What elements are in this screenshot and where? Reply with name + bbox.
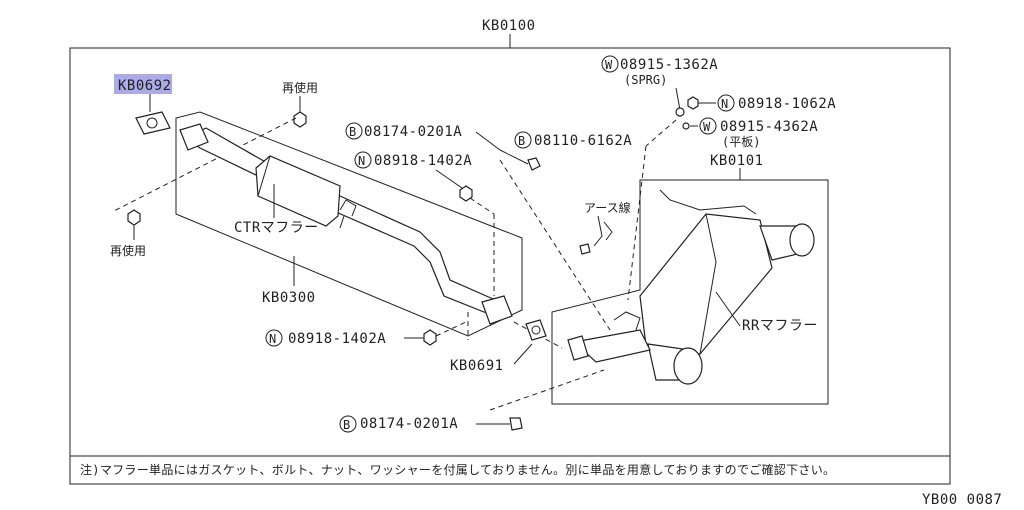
callout-nut-top[interactable]: 08918-1062A (738, 96, 836, 112)
reuse-nut-upper[interactable] (293, 111, 307, 128)
label-earth-wire: アース線 (584, 200, 631, 215)
washer-sprg[interactable] (675, 107, 685, 117)
rr-inlet-flange[interactable] (567, 335, 589, 361)
svg-text:N: N (269, 332, 276, 346)
svg-text:N: N (358, 154, 365, 168)
label-reuse-upper: 再使用 (282, 80, 318, 95)
callout-bolt-ground[interactable]: 08110-6162A (534, 133, 632, 149)
badge-w-sprg: W (601, 55, 619, 73)
label-sprg: (SPRG) (624, 73, 667, 87)
callout-kb0100[interactable]: KB0100 (482, 18, 536, 34)
rr-inlet-pipe[interactable] (572, 329, 651, 363)
svg-text:B: B (343, 418, 350, 432)
washer-flat[interactable] (682, 122, 690, 130)
svg-text:N: N (721, 97, 728, 111)
svg-text:B: B (349, 125, 356, 139)
footer-id: YB00 0087 (922, 492, 1002, 508)
badge-w-flat: W (699, 117, 717, 135)
nut-mid[interactable] (459, 185, 473, 202)
rr-hanger[interactable] (659, 189, 757, 215)
bolt-upper[interactable] (527, 157, 541, 171)
label-reuse-lower: 再使用 (110, 243, 146, 258)
callout-washer-sprg[interactable]: 08915-1362A (620, 57, 718, 73)
label-ctr-muffler: CTRマフラー (234, 220, 319, 236)
callout-kb0692[interactable]: KB0692 (118, 78, 172, 94)
callout-kb0300[interactable]: KB0300 (262, 290, 316, 306)
rear-muffler-group-outline (551, 179, 829, 405)
badge-b-ground: B (514, 131, 532, 149)
front-gasket[interactable] (135, 111, 171, 135)
callout-nut-mid[interactable]: 08918-1402A (374, 153, 472, 169)
callout-washer-flat[interactable]: 08915-4362A (720, 119, 818, 135)
badge-b-upper: B (345, 122, 363, 140)
callout-kb0101[interactable]: KB0101 (710, 153, 764, 169)
callout-kb0691[interactable]: KB0691 (450, 358, 504, 374)
front-pipe-group-outline (175, 111, 523, 337)
front-flange[interactable] (179, 123, 209, 151)
note-text: 注)マフラー単品にはガスケット、ボルト、ナット、ワッシャーを付属しておりません。… (80, 462, 835, 477)
callout-bolt-upper[interactable]: 08174-0201A (364, 124, 462, 140)
reuse-nut-lower[interactable] (127, 209, 141, 226)
bolt-lower[interactable] (509, 417, 523, 431)
callout-bolt-lower[interactable]: 08174-0201A (360, 416, 458, 432)
earth-bolt[interactable] (579, 243, 591, 255)
mid-gasket[interactable] (525, 319, 547, 341)
highlight-kb0692 (114, 74, 172, 94)
ctr-muffler[interactable] (255, 155, 341, 227)
rear-flange-front-pipe[interactable] (481, 295, 513, 325)
ctr-hanger[interactable] (339, 199, 357, 229)
earth-wire[interactable] (593, 215, 613, 247)
label-rr-muffler: RRマフラー (742, 318, 818, 334)
nut-lower[interactable] (423, 329, 437, 346)
svg-text:B: B (518, 134, 525, 148)
badge-n-top: N (717, 94, 735, 112)
label-flat: (平板) (722, 135, 760, 149)
badge-b-lower: B (339, 415, 357, 433)
badge-n-mid: N (354, 151, 372, 169)
nut-top[interactable] (687, 96, 699, 110)
badge-n-lower: N (265, 329, 283, 347)
callout-nut-lower[interactable]: 08918-1402A (288, 331, 386, 347)
svg-text:W: W (703, 120, 711, 134)
svg-text:W: W (605, 58, 613, 72)
